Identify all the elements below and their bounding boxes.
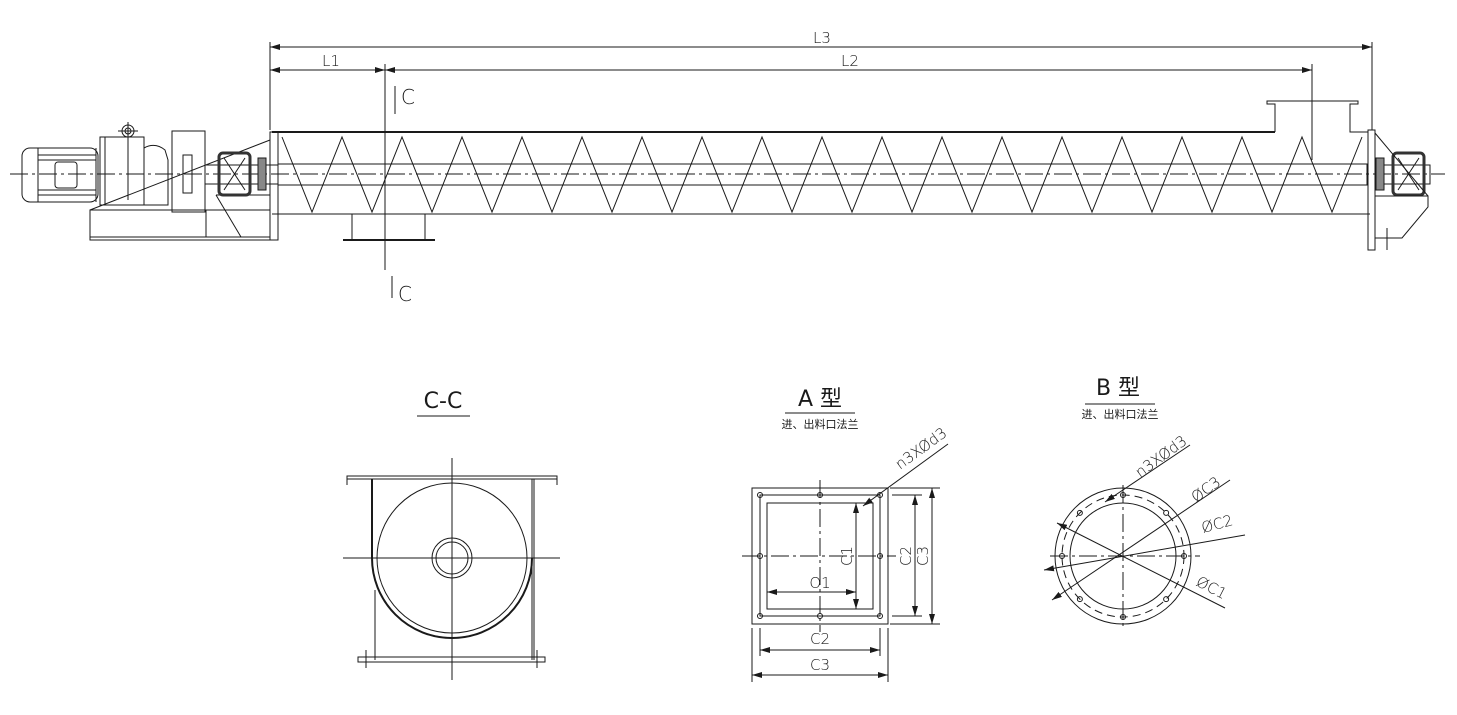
bolt-hole bbox=[1076, 509, 1083, 516]
bolt-hole bbox=[1120, 492, 1126, 498]
bolt-hole bbox=[817, 613, 823, 619]
bolt-hole bbox=[817, 492, 823, 498]
dim-label-l3: L3 bbox=[813, 29, 831, 47]
dim-label-c1: C1 bbox=[838, 546, 856, 566]
section-mark-top: C bbox=[401, 85, 415, 109]
bolt-hole bbox=[1181, 553, 1187, 559]
trough bbox=[269, 100, 1376, 251]
bolt-hole bbox=[757, 492, 763, 498]
bolt-hole bbox=[1163, 596, 1170, 603]
bolt-hole bbox=[1059, 553, 1065, 559]
flange-type-b: B 型 进、出料口法兰 n3XØd3 ØC3 ØC2 ØC1 bbox=[1043, 376, 1246, 628]
bolt-hole bbox=[1076, 596, 1083, 603]
dim-label-dia-c2: ØC2 bbox=[1199, 511, 1234, 537]
dimension-l2: L2 bbox=[385, 52, 1313, 103]
main-elevation-view: L3 L1 L2 C C bbox=[10, 29, 1445, 306]
screw-flight bbox=[281, 135, 1363, 214]
electric-motor bbox=[21, 147, 99, 203]
section-mark-bottom: C bbox=[398, 282, 412, 306]
type-a-subtitle: 进、出料口法兰 bbox=[782, 417, 859, 431]
bolt-hole bbox=[757, 613, 763, 619]
type-b-subtitle: 进、出料口法兰 bbox=[1082, 407, 1159, 421]
dimension-l1: L1 bbox=[270, 52, 385, 73]
holes-label-b: n3XØd3 bbox=[1132, 432, 1191, 481]
bolt-hole bbox=[1163, 509, 1170, 516]
section-c-c: C-C bbox=[343, 389, 560, 680]
dim-label-dia-c3: ØC3 bbox=[1188, 473, 1224, 506]
dimension-l3: L3 bbox=[269, 29, 1373, 130]
type-a-title: A 型 bbox=[798, 387, 842, 412]
dim-label-l2: L2 bbox=[841, 52, 859, 70]
bearing-right bbox=[1374, 132, 1429, 250]
section-cc-title: C-C bbox=[424, 389, 463, 414]
flange-type-a: A 型 进、出料口法兰 C1 O1 C2 C3 C2 C3 n3XØd3 bbox=[742, 387, 950, 682]
dim-label-o1: O1 bbox=[809, 574, 830, 592]
type-b-title: B 型 bbox=[1096, 376, 1140, 401]
bolt-hole bbox=[877, 553, 883, 559]
dim-label-c2-horizontal: C2 bbox=[810, 630, 830, 648]
drive-base bbox=[89, 139, 271, 241]
dim-label-dia-c1: ØC1 bbox=[1193, 573, 1230, 603]
gear-reducer bbox=[99, 122, 169, 206]
bolt-hole bbox=[877, 613, 883, 619]
dim-label-l1: L1 bbox=[322, 52, 340, 70]
dim-label-c3-horizontal: C3 bbox=[810, 656, 830, 674]
bolt-hole bbox=[757, 553, 763, 559]
dim-label-c3-vertical: C3 bbox=[914, 546, 932, 566]
dim-label-c2-vertical: C2 bbox=[897, 546, 915, 566]
bearing-left bbox=[217, 151, 267, 197]
bolt-hole bbox=[1120, 614, 1126, 620]
